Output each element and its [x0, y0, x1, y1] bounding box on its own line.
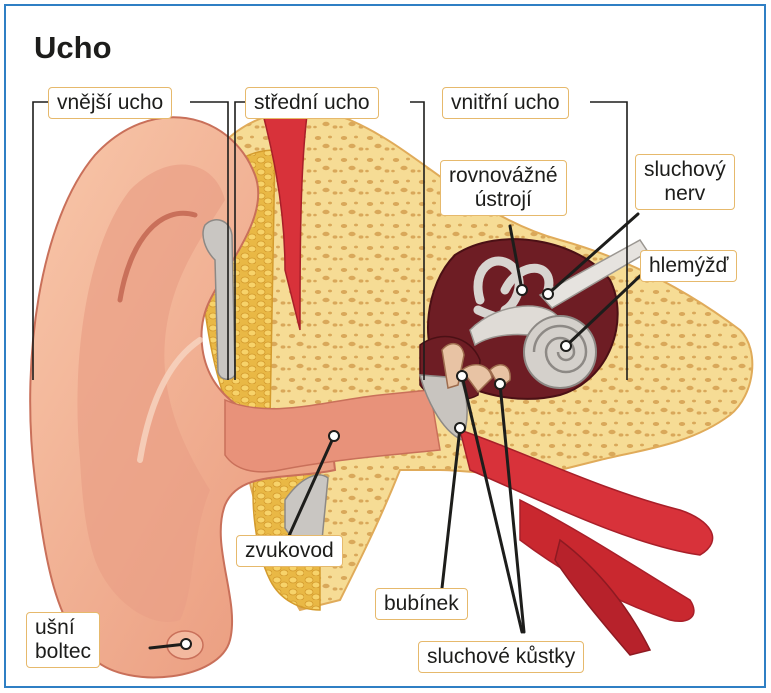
label-eardrum: bubínek — [375, 588, 468, 620]
label-ossicles: sluchové kůstky — [418, 641, 584, 673]
label-auditory-nerve: sluchový nerv — [635, 154, 735, 210]
label-outer-ear: vnější ucho — [48, 87, 172, 119]
label-middle-ear: střední ucho — [245, 87, 379, 119]
label-nerve-line1: sluchový — [644, 158, 726, 182]
label-pinna-line2: boltec — [35, 640, 91, 664]
label-balance-line2: ústrojí — [449, 188, 558, 212]
label-inner-ear: vnitřní ucho — [442, 87, 569, 119]
label-cochlea: hlemýžď — [640, 250, 737, 282]
label-pinna: ušní boltec — [26, 612, 100, 668]
label-nerve-line2: nerv — [644, 182, 726, 206]
label-balance-organ: rovnovážné ústrojí — [440, 160, 567, 216]
label-pinna-line1: ušní — [35, 616, 91, 640]
label-balance-line1: rovnovážné — [449, 164, 558, 188]
label-ear-canal: zvukovod — [236, 535, 343, 567]
